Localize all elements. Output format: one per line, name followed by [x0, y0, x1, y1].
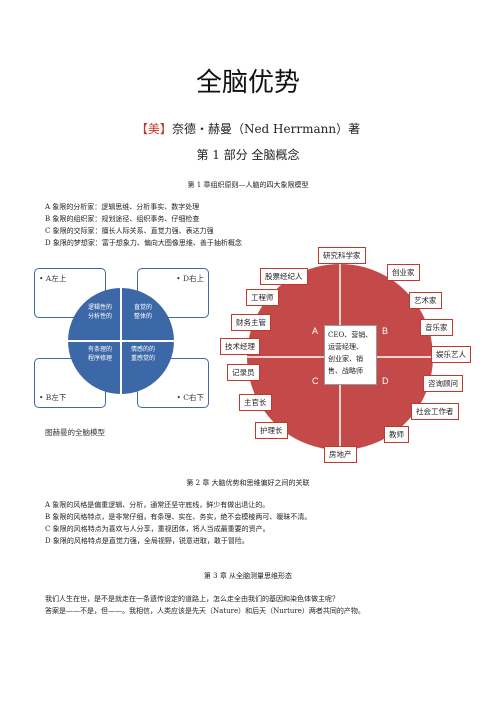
quadrant-d-text: 直觉的 整体的 [123, 303, 163, 321]
center-line: 创业家、销 [328, 355, 363, 363]
part-heading: 第 1 部分 全脑概念 [196, 148, 300, 162]
label-c: • C右下 [176, 393, 204, 402]
role-stockbroker: 股票经纪人 [260, 268, 308, 285]
label-a-box: • A左上 [34, 268, 106, 318]
chapter1-line: A 象限的分析家：逻辑思维、分析事实、数字处理 [45, 203, 200, 211]
diagram-caption: 图赫曼的全脑模型 [45, 428, 105, 437]
chapter2-line: C 象限的风格特点为喜欢与人分享，重视团体，将人当成最重要的资产。 [45, 525, 270, 533]
role-social-worker: 社会工作者 [411, 403, 459, 420]
author-line: 【美】奈德・赫曼（Ned Herrmann）著 [0, 120, 496, 137]
chapter3-heading: 第 3 章 从全脑测量思维形态 [203, 572, 293, 580]
circle-letter-a: A [312, 326, 319, 336]
circle-letter-c: C [312, 376, 319, 386]
quadrant-d-words: 直觉的 整体的 [133, 304, 152, 320]
chapter1-line: D 象限的梦想家：富于想象力、偏向大图像思维、善于抽析概念 [45, 239, 242, 247]
chapter2-body: A 象限的风格是偏重逻辑、分析，通常还坚守底线，鲜少有做出退让的。 B 象限的风… [45, 499, 465, 547]
quadrant-b-text: 有条理的 程序修理 [80, 345, 120, 363]
role-engineer: 工程师 [246, 289, 279, 306]
chapter2-line: B 象限的风格特点，是非常仔细，有条理、实在、务实，绝不会模棱两可、暧昧不清。 [45, 513, 312, 521]
role-finance: 财务主管 [231, 314, 271, 331]
quadrant-c-words: 情感的的 重感觉的 [130, 346, 155, 362]
chapter3-line: 答案是——不是，但——。我相信，人类应该是先天（Nature）和后天（Nurtu… [45, 607, 365, 615]
chapter1-line: B 象限的组织家：规划途径、组织事务、仔细检查 [45, 215, 200, 223]
center-line: 运营经理、 [328, 343, 363, 351]
chapter1-body: A 象限的分析家：逻辑思维、分析事实、数字处理 B 象限的组织家：规划途径、组织… [45, 201, 465, 249]
quadrant-a-text: 逻辑性的 分析性的 [80, 303, 120, 321]
author-prefix: 【美】 [135, 122, 172, 136]
role-entertainer: 娱乐艺人 [431, 346, 471, 363]
role-musician: 音乐家 [420, 319, 453, 336]
role-nurse: 护理长 [255, 422, 288, 439]
quadrant-b-words: 有条理的 程序修理 [87, 346, 112, 362]
role-researcher: 研究科学家 [318, 247, 366, 264]
role-tech-manager: 技术经理 [220, 338, 260, 355]
role-recorder: 记录员 [227, 364, 260, 381]
chapter3-body: 我们人生在世，是不是就走在一条遗传设定的道路上，怎么走全由我们的基因和染色体做主… [45, 593, 465, 617]
role-artist: 艺术家 [409, 292, 442, 309]
role-chef: 主官长 [239, 394, 272, 411]
role-teacher: 教师 [384, 426, 409, 443]
chapter2-heading: 第 2 章 大脑优势和思维偏好之间的关联 [186, 479, 310, 487]
quadrant-circle [68, 288, 174, 394]
author-name: 奈德・赫曼（Ned Herrmann）著 [171, 122, 361, 136]
center-line: 售、战略师 [328, 367, 363, 375]
chapter2-line: A 象限的风格是偏重逻辑、分析，通常还坚守底线，鲜少有做出退让的。 [45, 501, 270, 509]
quadrant-c-text: 情感的的 重感觉的 [123, 345, 163, 363]
role-entrepreneur: 创业家 [387, 264, 420, 281]
role-realestate: 房地产 [324, 446, 357, 463]
label-b: • B左下 [39, 393, 67, 402]
label-a: • A左上 [39, 274, 67, 283]
center-line: CEO、营销、 [328, 331, 373, 339]
chapter3-line: 我们人生在世，是不是就走在一条遗传设定的道路上，怎么走全由我们的基因和染色体做主… [45, 595, 339, 603]
circle-letter-b: B [382, 326, 389, 336]
quadrant-a-words: 逻辑性的 分析性的 [87, 304, 112, 320]
role-consultant: 咨询顾问 [423, 375, 463, 392]
circle-letter-d: D [382, 376, 389, 386]
chapter2-line: D 象限的风格特点是直觉力强，全局视野，锐意进取，敢于冒险。 [45, 537, 249, 545]
center-roles-box: CEO、营销、 运营经理、 创业家、销 售、战略师 [324, 325, 377, 385]
label-d: • D右上 [176, 274, 204, 283]
chapter1-line: C 象限的交际家：擅长人际关系、直觉力强、表达力强 [45, 227, 214, 235]
book-title: 全脑优势 [195, 68, 300, 98]
chapter1-heading: 第 1 章组织原则—人脑的四大象限模型 [187, 181, 309, 189]
